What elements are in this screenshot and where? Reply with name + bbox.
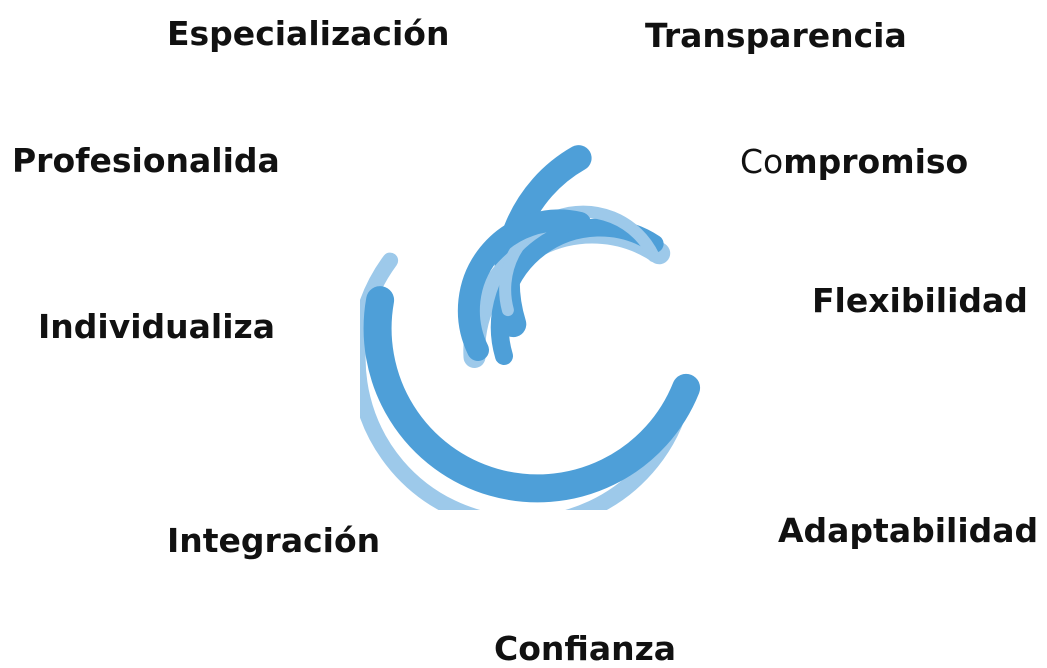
value-label-flexibilidad: Flexibilidad [812, 281, 1028, 320]
inner-accent-arc [457, 209, 591, 361]
value-label-adaptabilidad: Adaptabilidad [778, 511, 1039, 550]
value-label-integracion: Integración [167, 521, 381, 560]
outer-light-arc [360, 252, 691, 510]
circular-arcs-logo-icon [360, 145, 701, 510]
value-label-compromiso-rest: mpromiso [783, 142, 969, 181]
value-label-transparencia: Transparencia [645, 16, 907, 55]
inner-dark-arc [490, 218, 664, 365]
value-label-compromiso: Compromiso [740, 145, 968, 178]
value-label-compromiso-prefix: Co [740, 142, 784, 181]
value-label-profesionalida: Profesionalida [12, 141, 280, 180]
value-label-individualiza: Individualiza [38, 307, 276, 346]
value-label-confianza: Confianza [494, 629, 677, 668]
main-dark-arc [363, 286, 701, 503]
value-label-especializacion: Especialización [167, 14, 450, 53]
